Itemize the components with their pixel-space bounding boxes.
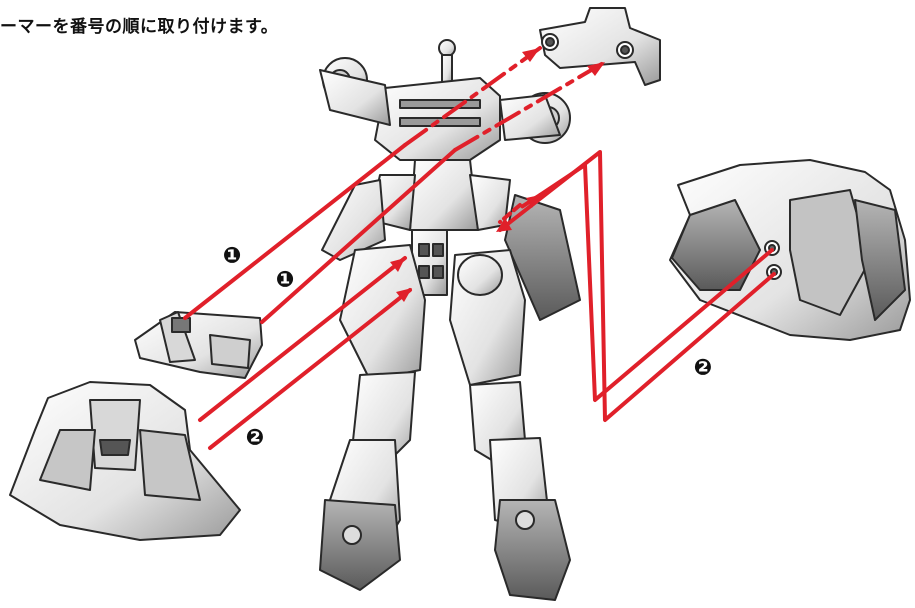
step-marker-2b: ❷ — [694, 356, 713, 381]
step-marker-2a: ❷ — [246, 426, 265, 451]
guide-arrowheads — [390, 48, 605, 302]
step-marker-1b: ❶ — [276, 268, 295, 293]
step-markers: ❶ ❶ ❷ ❷ — [223, 244, 713, 451]
guide-lines — [183, 46, 776, 450]
front-skirt-part — [9, 381, 241, 541]
step-marker-1a: ❶ — [223, 244, 242, 269]
backpack-part — [539, 7, 661, 86]
robot-figure — [319, 39, 581, 601]
instruction-text: ーマーを番号の順に取り付けます。 — [0, 17, 279, 37]
chest-armor-part — [134, 311, 263, 379]
rear-skirt-part — [669, 159, 911, 341]
